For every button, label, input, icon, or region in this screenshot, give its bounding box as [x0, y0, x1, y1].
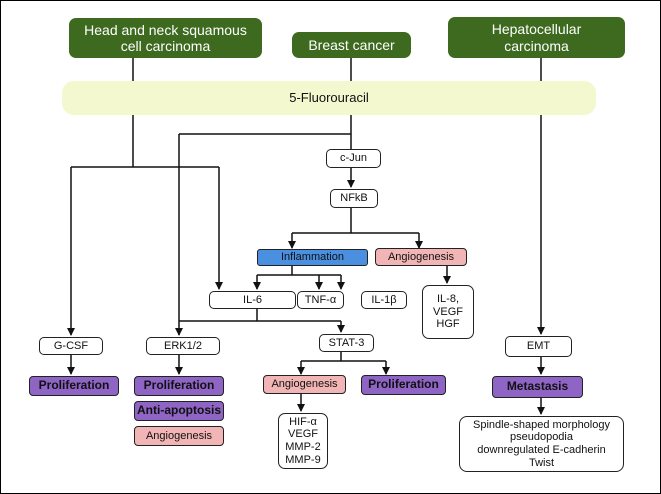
- tnfa-label: TNF-α: [304, 293, 337, 306]
- stat-factor-1: HIF-α: [289, 415, 317, 428]
- gcsf-label: G-CSF: [53, 339, 89, 352]
- stat-factor-3: MMP-2: [285, 441, 321, 453]
- proliferation-erk-label: Proliferation: [143, 378, 215, 393]
- angiogenesis-stat-node: Angiogenesis: [263, 375, 346, 394]
- angiogenesis-top-label: Angiogenesis: [387, 250, 455, 263]
- metastasis-node: Metastasis: [492, 376, 583, 398]
- metastasis-label: Metastasis: [506, 379, 569, 394]
- angiogenesis-erk-node: Angiogenesis: [134, 426, 224, 446]
- emt-feature-2: pseudopodia: [509, 431, 573, 444]
- stat3-label: STAT-3: [328, 336, 365, 349]
- emt-feature-4: Twist: [528, 456, 555, 469]
- breast-cancer-label: Breast cancer: [308, 36, 395, 53]
- il1b-node: IL-1β: [361, 291, 407, 309]
- breast-cancer-node: Breast cancer: [292, 32, 411, 58]
- gcsf-node: G-CSF: [39, 337, 103, 355]
- hcc-line-2: carcinoma: [504, 37, 569, 54]
- proliferation-stat-label: Proliferation: [368, 377, 439, 392]
- head-neck-cancer-node: Head and neck squamous cell carcinoma: [69, 18, 262, 58]
- emt-node: EMT: [505, 336, 572, 357]
- stat-factors-node: HIF-α VEGF MMP-2 MMP-9: [278, 413, 328, 469]
- il6-label: IL-6: [243, 293, 262, 306]
- anti-apoptosis-node: Anti-apoptosis: [134, 401, 224, 421]
- erk-node: ERK1/2: [146, 337, 220, 355]
- proliferation-stat-node: Proliferation: [361, 375, 446, 395]
- proliferation-erk-node: Proliferation: [134, 376, 224, 396]
- il6-node: IL-6: [209, 291, 296, 309]
- inflammation-label: Inflammation: [281, 251, 344, 264]
- angiogenesis-erk-label: Angiogenesis: [145, 429, 213, 442]
- tnfa-node: TNF-α: [297, 291, 344, 309]
- anti-apoptosis-label: Anti-apoptosis: [137, 403, 221, 418]
- head-neck-cancer-line-2: cell carcinoma: [120, 38, 211, 54]
- stat3-node: STAT-3: [319, 334, 374, 352]
- cjun-label: c-Jun: [340, 152, 367, 165]
- inflammation-node: Inflammation: [257, 249, 368, 266]
- angio-factors-node: IL-8, VEGF HGF: [422, 285, 474, 339]
- angio-factor-1: IL-8,: [436, 293, 459, 306]
- emt-features-node: Spindle-shaped morphology pseudopodia do…: [459, 416, 624, 472]
- proliferation-gcsf-node: Proliferation: [29, 376, 119, 396]
- emt-feature-1: Spindle-shaped morphology: [473, 418, 610, 431]
- stat-factor-4: MMP-9: [285, 453, 321, 466]
- angio-factor-3: HGF: [436, 318, 460, 331]
- hcc-line-1: Hepatocellular: [491, 21, 582, 38]
- il1b-label: IL-1β: [371, 293, 397, 306]
- proliferation-gcsf-label: Proliferation: [38, 378, 110, 393]
- emt-label: EMT: [526, 340, 551, 353]
- nfkb-label: NFkB: [340, 192, 368, 205]
- stat-factor-2: VEGF: [288, 428, 318, 441]
- angio-factor-2: VEGF: [433, 305, 463, 318]
- nfkb-node: NFkB: [330, 189, 378, 208]
- emt-feature-3: downregulated E-cadherin: [477, 444, 606, 456]
- erk-label: ERK1/2: [164, 339, 202, 352]
- head-neck-cancer-line-1: Head and neck squamous: [84, 21, 247, 38]
- hepatocellular-carcinoma-node: Hepatocellular carcinoma: [448, 17, 625, 58]
- cjun-node: c-Jun: [326, 149, 381, 168]
- angiogenesis-top-node: Angiogenesis: [375, 248, 467, 266]
- fluorouracil-banner: 5-Fluorouracil: [62, 81, 596, 115]
- fluorouracil-label: 5-Fluorouracil: [289, 89, 369, 105]
- angiogenesis-stat-label: Angiogenesis: [271, 378, 338, 391]
